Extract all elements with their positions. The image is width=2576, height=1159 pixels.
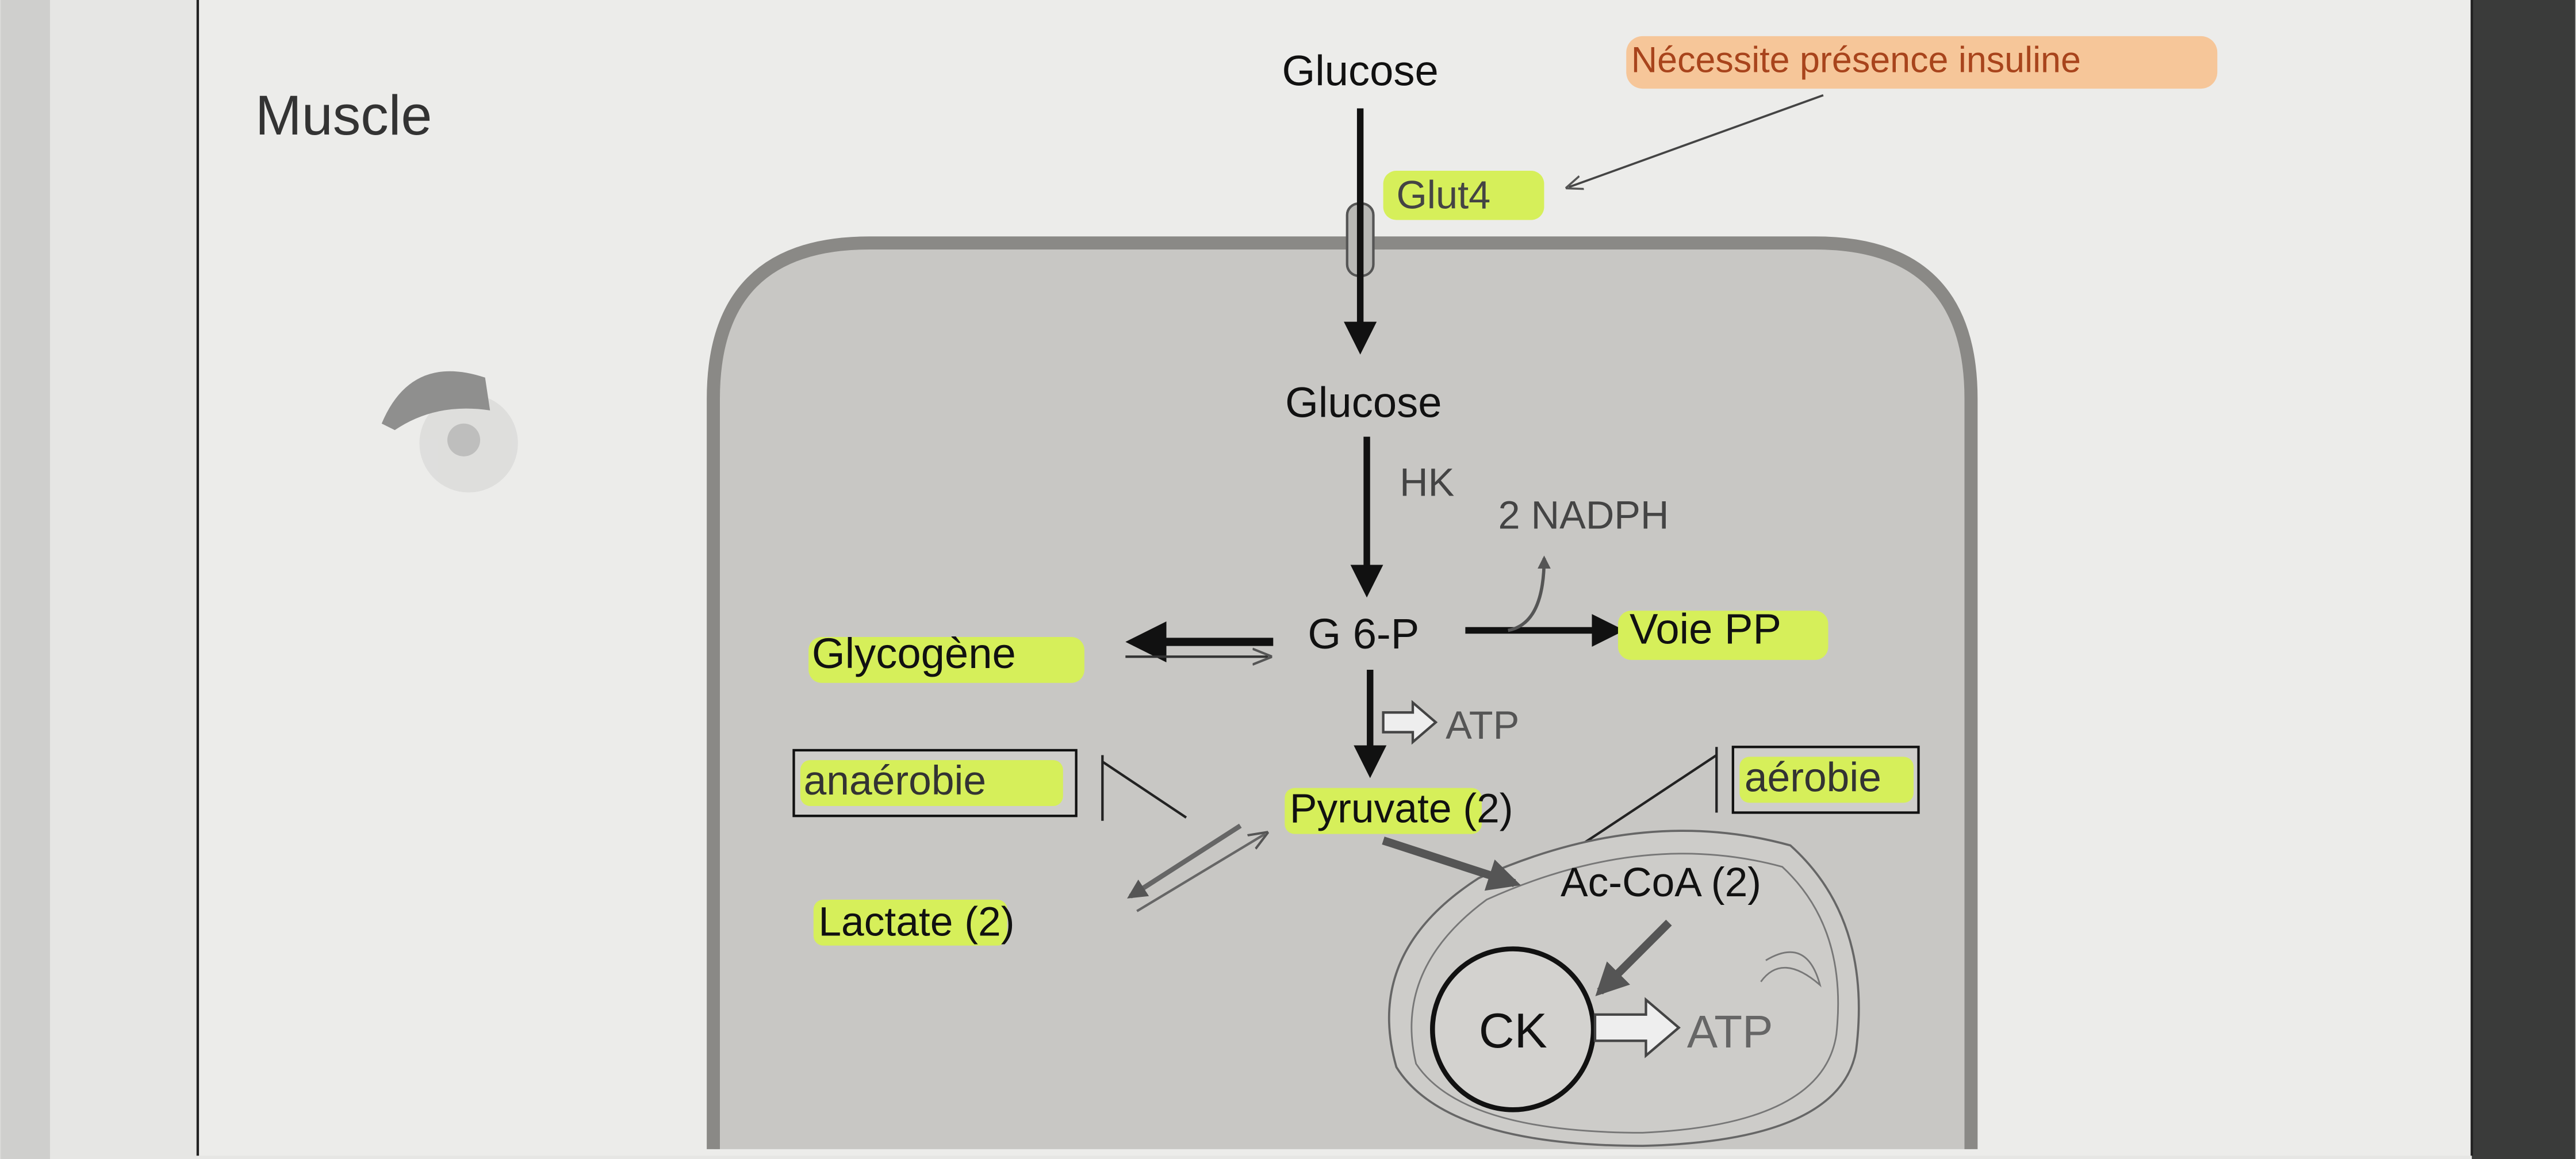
- atp-glycolysis-label: ATP: [1446, 703, 1519, 747]
- aerobie-label: aérobie: [1745, 754, 1881, 800]
- atp-hollow-arrow: [1382, 700, 1438, 745]
- nadph-label: 2 NADPH: [1498, 493, 1669, 537]
- page-title: Muscle: [255, 84, 432, 147]
- atp-mito-hollow-arrow: [1593, 997, 1681, 1058]
- anaerobie-inhibition-line: [1102, 761, 1187, 819]
- krebs-cycle-circle: [1430, 946, 1596, 1112]
- aerobie-highlight: [1739, 757, 1914, 803]
- ck-label: CK: [1479, 1003, 1547, 1058]
- glut4-label: Glut4: [1396, 173, 1490, 217]
- muscle-cell-membrane: [707, 236, 1978, 1149]
- annotation-highlight: [1626, 36, 2218, 89]
- aerobie-inhibition-line: [1580, 754, 1718, 847]
- lactate-to-pyruvate-arrow: [1136, 834, 1265, 912]
- lactate-highlight: [813, 899, 1007, 946]
- glycogene-label: Glycogène: [812, 630, 1016, 677]
- left-shadow: [1, 0, 50, 1159]
- accoa-to-ck-arrow: [1595, 919, 1672, 996]
- voie-pp-highlight: [1617, 611, 1828, 660]
- glucose-extracellular: Glucose: [1282, 47, 1438, 94]
- santa-sticker-icon: [381, 371, 518, 493]
- pyruvate-highlight: [1285, 788, 1482, 834]
- right-dark-edge: [2471, 0, 2575, 1159]
- glycogene-highlight: [808, 636, 1084, 683]
- anaerobie-label: anaérobie: [804, 758, 987, 804]
- voie-pp-label: Voie PP: [1630, 605, 1781, 653]
- pyruvate-to-accoa-arrow: [1382, 836, 1521, 891]
- nadph-branch-arrow: [1508, 555, 1551, 632]
- annotation-text: Nécessite présence insuline: [1631, 40, 2081, 80]
- pyruvate-to-lactate-arrow: [1127, 823, 1242, 899]
- pyruvate-label: Pyruvate (2): [1290, 786, 1513, 832]
- glucose-intracellular: Glucose: [1285, 378, 1442, 426]
- hk-label: HK: [1400, 460, 1454, 504]
- anaerobie-highlight: [800, 760, 1063, 807]
- g6p-label: G 6-P: [1308, 610, 1419, 658]
- glut4-highlight: [1383, 170, 1544, 220]
- atp-mito-label: ATP: [1687, 1006, 1773, 1057]
- lactate-label: Lactate (2): [818, 899, 1014, 945]
- accoa-label: Ac-CoA (2): [1561, 859, 1761, 905]
- annotation-arrow: [1569, 94, 1824, 187]
